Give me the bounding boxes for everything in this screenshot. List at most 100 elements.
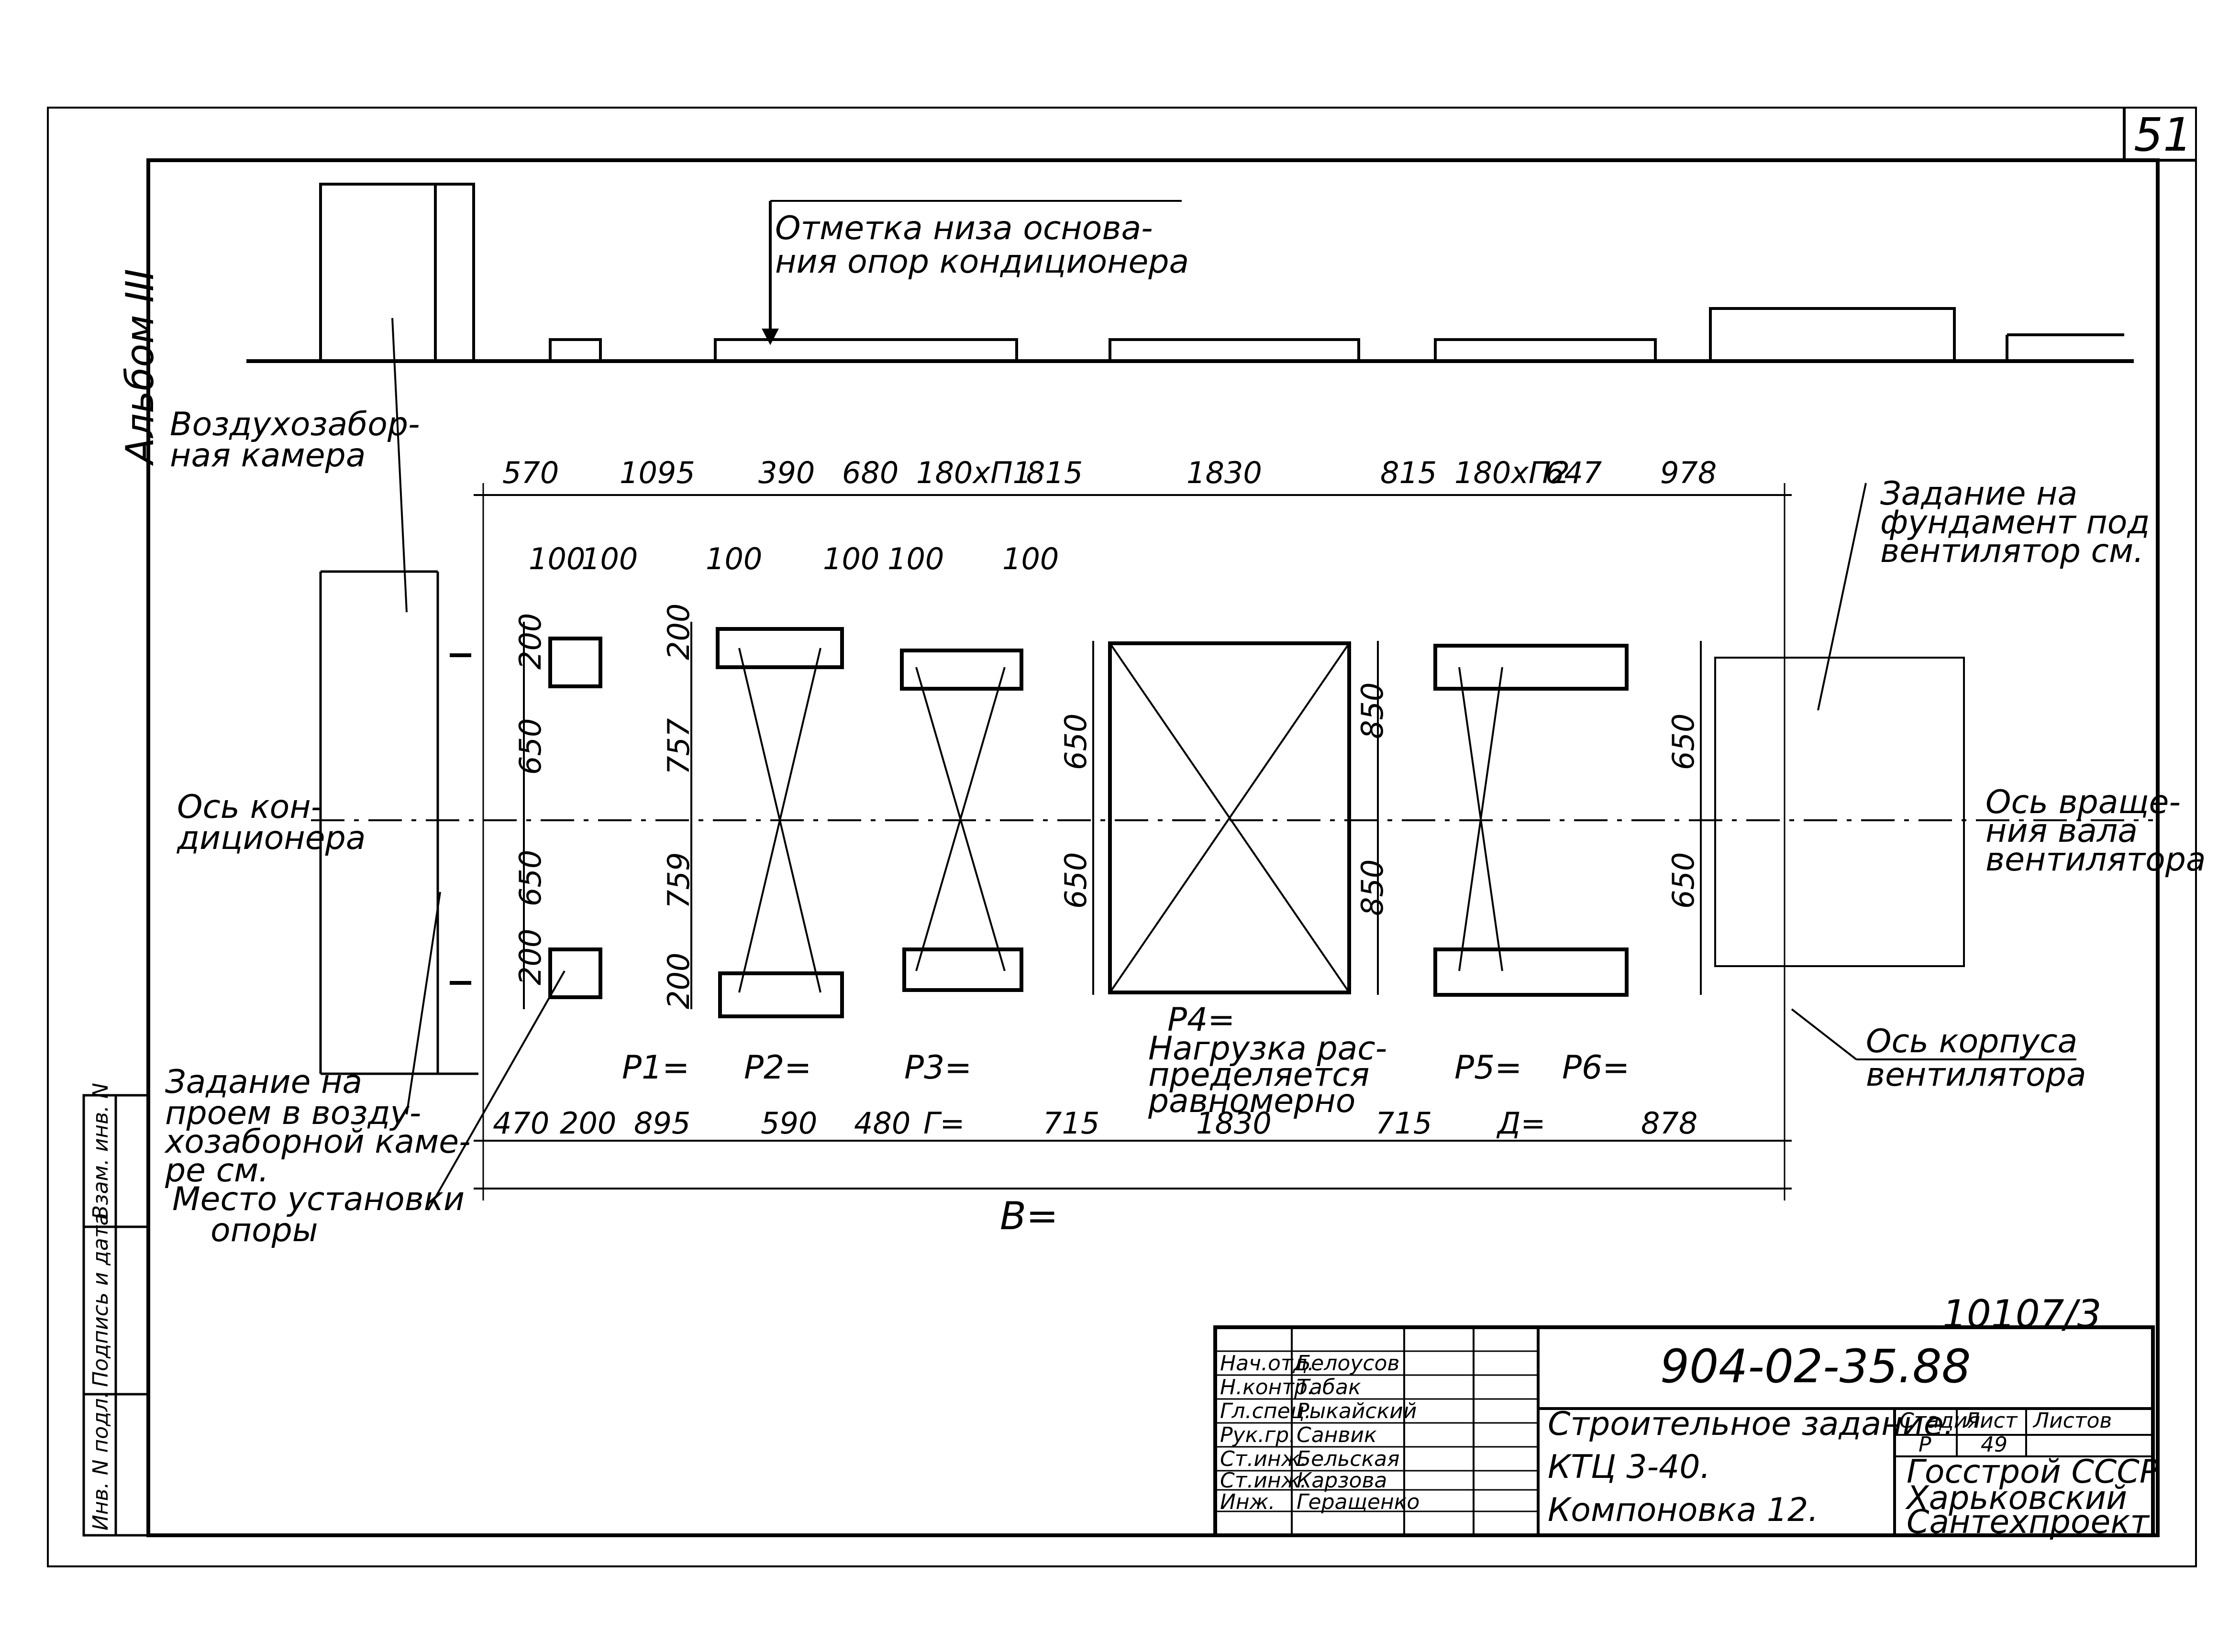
fan-foundation — [1714, 657, 1965, 967]
sheet-header: Лист — [1963, 1409, 2018, 1433]
support-pad — [902, 947, 1023, 992]
opening-note: проем в возду- — [165, 1094, 421, 1132]
dim-label: 650 — [513, 718, 548, 775]
dim-label: 680 — [842, 455, 898, 490]
staff-role: Инж. — [1220, 1490, 1275, 1514]
strip-label: Подпись и дата — [89, 1213, 113, 1387]
dim-label: 100 — [529, 541, 585, 576]
dim-label: 650 — [1666, 714, 1701, 770]
dim-label: 759 — [661, 852, 696, 909]
foundation-note: вентилятор см. — [1880, 532, 2144, 570]
outer-border — [47, 107, 2197, 1567]
organization: Сантехпроект — [1907, 1503, 2150, 1541]
dim-label: 480 — [854, 1106, 910, 1141]
plan-view — [311, 318, 2153, 1211]
support-pad — [548, 637, 602, 688]
strip-label: Взам. инв. N — [89, 1083, 113, 1220]
support-pad — [1433, 947, 1629, 997]
foundation-note: фундамент под — [1880, 504, 2150, 541]
stage-value: Р — [1919, 1432, 1931, 1457]
doc-code: 904-02-35.88 — [1660, 1340, 1971, 1393]
dim-label: 850 — [1355, 683, 1390, 739]
intake-chamber-label: Воздухозабор- — [170, 406, 420, 443]
load-label: P5= — [1454, 1049, 1522, 1087]
dim-label: Г= — [923, 1106, 965, 1141]
staff-name: Белоусов — [1297, 1351, 1399, 1376]
base-mark-label: ния опор кондиционера — [775, 243, 1189, 281]
base-mark-label: Отметка низа основа- — [775, 209, 1153, 247]
album-label: Альбом III — [118, 269, 162, 466]
dim-label: 650 — [1058, 852, 1093, 909]
load-label: P3= — [904, 1049, 972, 1087]
support-location-note: Место установки — [172, 1180, 465, 1218]
dim-label: 470 — [493, 1106, 549, 1141]
left-stamp-strip — [82, 1094, 150, 1537]
doc-title: Строительное задание. — [1548, 1405, 1954, 1443]
dim-label: 200 — [513, 929, 548, 985]
strip-label: Инв. N подл. — [89, 1391, 113, 1531]
rotation-axis-label: ния вала — [1985, 812, 2138, 850]
total-dimension: В= — [1000, 1194, 1058, 1238]
staff-name: Бельская — [1297, 1447, 1400, 1471]
dim-label: 100 — [1002, 541, 1059, 576]
inner-frame — [146, 158, 2160, 1537]
dim-label: 200 — [560, 1106, 616, 1141]
dim-label: 570 — [502, 455, 559, 490]
load-note: Нагрузка рас- — [1148, 1030, 1387, 1068]
dim-label: 895 — [634, 1106, 690, 1141]
dim-label: 647 — [1545, 455, 1602, 490]
staff-role: Н.контр. — [1220, 1375, 1314, 1399]
dim-label: 715 — [1043, 1106, 1099, 1141]
support-pad — [718, 971, 844, 1018]
support-pad — [1108, 641, 1351, 994]
support-pad — [900, 649, 1023, 691]
dim-label: 1095 — [620, 455, 695, 490]
load-label: P2= — [744, 1049, 811, 1087]
dim-label: 650 — [513, 850, 548, 906]
dim-label: 815 — [1380, 455, 1437, 490]
doc-title: Компоновка 12. — [1548, 1491, 1819, 1529]
intake-chamber-label: ная камера — [170, 437, 366, 474]
load-note: равномерно — [1148, 1082, 1355, 1120]
dim-label: 978 — [1660, 455, 1717, 490]
staff-name: Геращенко — [1297, 1490, 1420, 1514]
dim-label: 650 — [1666, 852, 1701, 909]
dim-label: 100 — [823, 541, 879, 576]
support-pad — [1433, 644, 1629, 691]
sheets-header: Листов — [2032, 1409, 2112, 1433]
support-pad — [548, 947, 602, 999]
dim-label: 757 — [661, 718, 696, 775]
dim-label: 200 — [513, 613, 548, 670]
dim-label: 878 — [1641, 1106, 1697, 1141]
dim-label: 100 — [581, 541, 638, 576]
dim-label: Д= — [1496, 1106, 1545, 1141]
staff-role: Нач.отд. — [1220, 1351, 1314, 1376]
support-pad — [716, 627, 844, 669]
sheet-value: 49 — [1981, 1432, 2007, 1457]
organization: Госстрой СССР — [1907, 1453, 2159, 1491]
dim-label: 180хП2 — [1454, 455, 1570, 490]
conditioner-axis-label: диционера — [177, 819, 366, 857]
conditioner-axis-label: Ось кон- — [177, 788, 322, 826]
staff-role: Ст.инж. — [1220, 1468, 1307, 1493]
opening-note: хозаборной каме- — [164, 1123, 471, 1161]
dim-label: 650 — [1058, 714, 1093, 770]
load-note: пределяется — [1148, 1056, 1369, 1094]
staff-name: Табак — [1297, 1375, 1361, 1399]
stamp-code: 10107/3 — [1942, 1292, 2101, 1336]
opening-note: Задание на — [165, 1063, 362, 1101]
staff-role: Ст.инж. — [1220, 1447, 1307, 1471]
dim-label: 590 — [761, 1106, 817, 1141]
staff-name: Санвик — [1297, 1423, 1377, 1447]
dim-label: 200 — [661, 953, 696, 1009]
opening-note: ре см. — [165, 1152, 269, 1189]
load-label: P6= — [1562, 1049, 1630, 1087]
staff-role: Рук.гр. — [1220, 1423, 1296, 1447]
rotation-axis-label: Ось враще- — [1985, 783, 2181, 821]
load-label: P1= — [622, 1049, 689, 1087]
title-block — [1213, 1325, 2155, 1537]
staff-role: Гл.спец. — [1220, 1399, 1311, 1423]
dim-label: 1830 — [1196, 1106, 1272, 1141]
dim-label: 390 — [758, 455, 815, 490]
